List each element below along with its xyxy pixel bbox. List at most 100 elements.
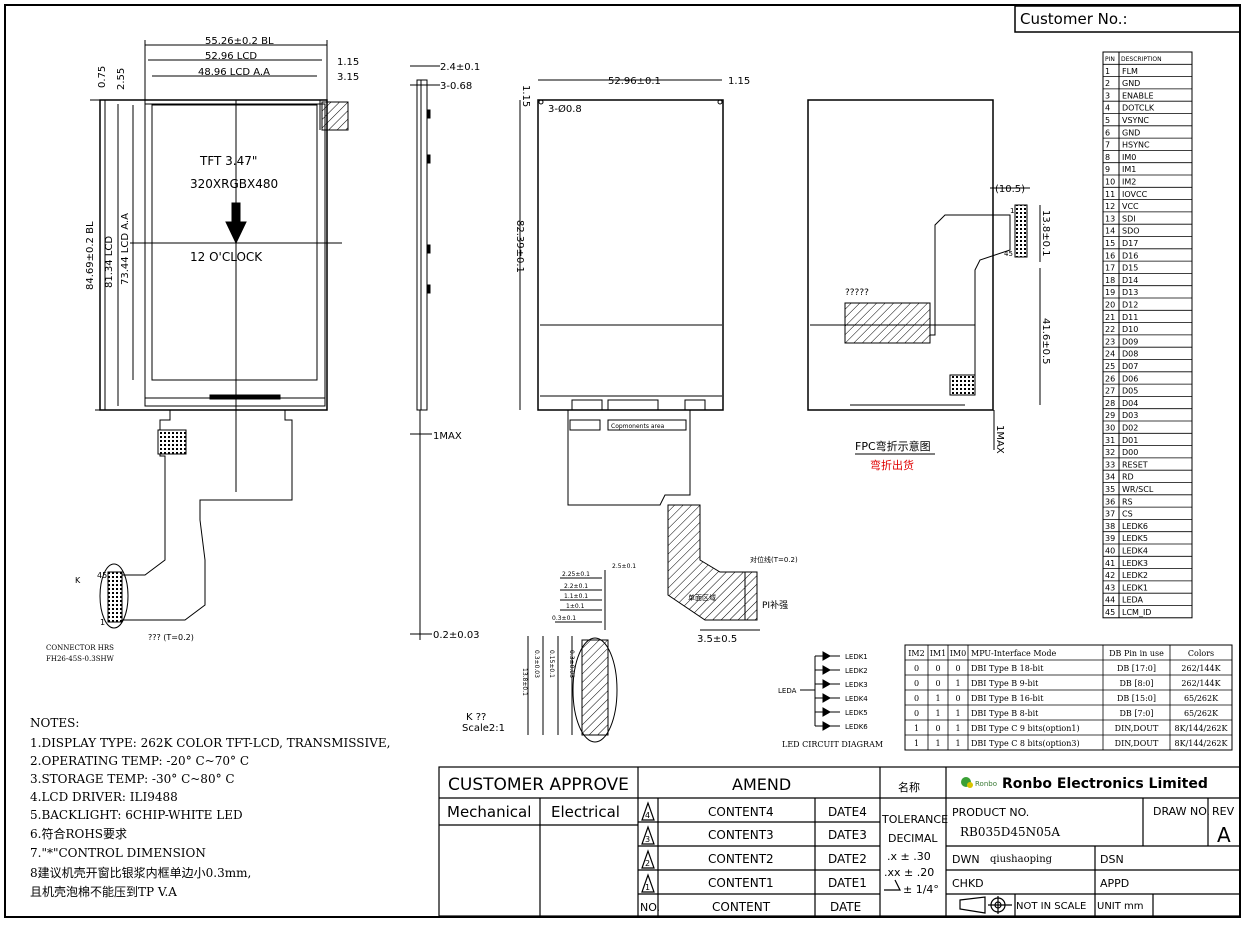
front-view — [90, 40, 349, 629]
title-block-labels: CUSTOMER APPROVE Mechanical Electrical A… — [447, 775, 1235, 914]
mid-view — [519, 79, 724, 506]
back-pin-1: 1 — [1010, 207, 1014, 215]
tb-rev3-no: 3 — [645, 835, 650, 844]
pin-number: 30 — [1105, 424, 1115, 433]
pin-number: 21 — [1105, 313, 1115, 322]
mode-cell: 65/262K — [1184, 694, 1219, 703]
tb-not-in-scale: NOT IN SCALE — [1016, 901, 1086, 912]
fpc-mark: 对位线(T=0.2) — [750, 555, 798, 564]
notes-title: NOTES: — [30, 716, 79, 730]
fpc-dim: 3.5±0.5 — [697, 634, 737, 645]
pin-number: 43 — [1105, 583, 1115, 592]
tb-rev2-date: DATE2 — [828, 852, 867, 866]
led-circuit-title: LED CIRCUIT DIAGRAM — [782, 740, 883, 749]
tb-rev3-date: DATE3 — [828, 828, 867, 842]
label-clock: 12 O'CLOCK — [190, 250, 263, 264]
pin-number: 3 — [1105, 91, 1110, 100]
pin-number: 27 — [1105, 387, 1115, 396]
mode-cell: 1 — [935, 739, 940, 748]
side-dim-max: 1MAX — [433, 431, 462, 442]
pin-description: CS — [1122, 510, 1133, 519]
detail-d5: 0.3±0.1 — [552, 615, 576, 622]
dim-height-aa: 73.44 LCD A.A — [120, 213, 131, 285]
note-7: 7."*"CONTROL DIMENSION — [30, 846, 206, 860]
detail-v1: 0.3±0.03 — [533, 650, 540, 678]
tb-rev: A — [1217, 823, 1231, 847]
pin-number: 42 — [1105, 571, 1115, 580]
side-dim-top2: 3-0.68 — [440, 81, 472, 92]
detail-scale-k: K ?? — [466, 712, 486, 723]
tb-content-label: CONTENT — [712, 900, 771, 914]
detail-v4: 0.3±0.03 — [568, 650, 575, 678]
lcd-outline — [144, 103, 326, 407]
pin-description: LEDK6 — [1122, 522, 1148, 531]
mode-cell: DIN,DOUT — [1115, 724, 1159, 733]
tb-product-no: RB035D45N05A — [960, 825, 1060, 839]
fpc-bend-note-red: 弯折出货 — [870, 458, 914, 472]
pin-description: LEDA — [1122, 596, 1144, 605]
backlight-outline — [99, 99, 328, 411]
title-block — [438, 766, 1241, 917]
note-8: 8建议机壳开窗比银浆内框单边小0.3mm, — [30, 865, 251, 880]
tb-rev4-content: CONTENT4 — [708, 805, 774, 819]
detail-d3: 1.1±0.1 — [564, 593, 588, 600]
mode-cell: 0 — [914, 679, 919, 688]
mode-cell: DB [7:0] — [1120, 709, 1154, 718]
pin-number: 41 — [1105, 559, 1115, 568]
tb-tol-x: .x ± .30 — [887, 850, 931, 863]
pin-description: LEDK1 — [1122, 583, 1148, 592]
tb-product-no-label: PRODUCT NO. — [952, 806, 1029, 819]
dim-height-bl: 84.69±0.2 BL — [85, 221, 96, 290]
connector-k: K — [75, 576, 81, 585]
back-dim-105: (10.5) — [995, 184, 1025, 195]
mode-header-cell: IM0 — [950, 649, 966, 658]
pin-description: D05 — [1122, 387, 1138, 396]
mode-cell: DB [17:0] — [1117, 664, 1156, 673]
pin-number: 14 — [1105, 227, 1115, 236]
tb-customer-approve: CUSTOMER APPROVE — [448, 775, 629, 795]
led-circuit-labels: LEDA LEDK1 LEDK2 LEDK3 LEDK4 LEDK5 LEDK6… — [778, 653, 883, 749]
pin-description: D14 — [1122, 276, 1138, 285]
pin-description: IOVCC — [1122, 190, 1148, 199]
mode-cell: 1 — [955, 709, 960, 718]
tb-rev3-content: CONTENT3 — [708, 828, 774, 842]
side-dim-bottom: 0.2±0.03 — [433, 630, 480, 641]
pin-description: IM2 — [1122, 178, 1136, 187]
tb-company: Ronbo Electronics Limited — [1002, 776, 1208, 792]
pin-description: VCC — [1122, 202, 1139, 211]
pin-number: 31 — [1105, 436, 1115, 445]
dim-top-2: 2.55 — [116, 68, 127, 90]
pin-description: LEDK3 — [1122, 559, 1148, 568]
label-model: TFT 3.47" — [199, 154, 257, 168]
mode-cell: DIN,DOUT — [1115, 739, 1159, 748]
detail-v2: 0.15±0.1 — [548, 650, 555, 678]
led-k2: LEDK2 — [845, 667, 868, 675]
mode-cell: 65/262K — [1184, 709, 1219, 718]
connector-45: 45 — [97, 571, 107, 580]
dim-height-lcd: 81.34 LCD — [104, 236, 115, 288]
pin-number: 22 — [1105, 325, 1115, 334]
pin-description: D09 — [1122, 337, 1138, 346]
mid-dim-left: 1.15 — [520, 85, 531, 107]
pin-description: D01 — [1122, 436, 1138, 445]
tb-rev1-content: CONTENT1 — [708, 876, 774, 890]
back-view-labels: (10.5) 13.8±0.1 41.6±0.5 1MAX ????? 1 45… — [845, 184, 1051, 472]
back-tape-label: ????? — [845, 288, 869, 298]
mode-cell: DB [8:0] — [1120, 679, 1154, 688]
pin-number: 12 — [1105, 202, 1115, 211]
pin-number: 20 — [1105, 301, 1115, 310]
led-k5: LEDK5 — [845, 709, 868, 717]
pin-description: RS — [1122, 497, 1133, 506]
pin-description: DOTCLK — [1122, 104, 1155, 113]
mode-cell: DB [15:0] — [1117, 694, 1156, 703]
side-view-labels: 2.4±0.1 3-0.68 1MAX 0.2±0.03 — [433, 62, 480, 641]
tb-tol-xx: .xx ± .20 — [884, 866, 934, 879]
dim-right-1: 1.15 — [337, 57, 359, 68]
mode-header-cell: Colors — [1188, 649, 1214, 658]
mode-cell: 1 — [914, 724, 919, 733]
note-9: 且机壳泡棉不能压到TP V.A — [30, 885, 177, 899]
pin-number: 19 — [1105, 288, 1115, 297]
mode-cell: 1 — [955, 724, 960, 733]
pin-description: LEDK4 — [1122, 547, 1148, 556]
